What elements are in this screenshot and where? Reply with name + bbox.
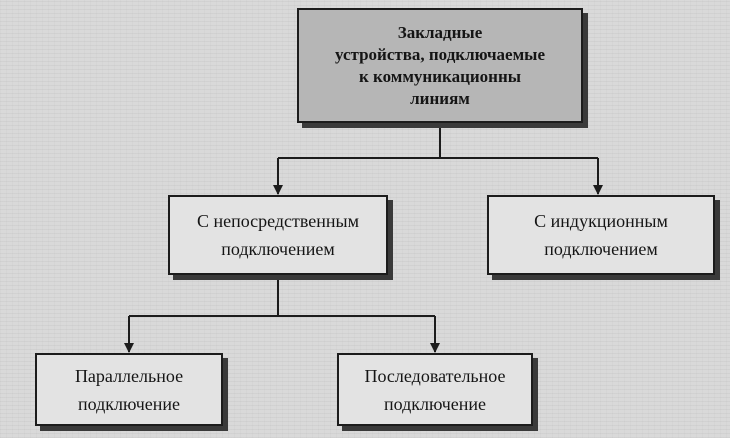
node-parallel-connection: Параллельное подключение	[35, 353, 223, 426]
node-label-line: Параллельное	[74, 365, 184, 386]
node-embedded-devices: Закладные устройства, подключаемые к ком…	[297, 8, 583, 123]
node-label-line: Закладные	[397, 22, 483, 42]
node-embedded-devices-label: Закладные устройства, подключаемые к ком…	[335, 22, 545, 110]
node-label-line: линиям	[410, 88, 470, 108]
node-label-line: подключение	[77, 393, 181, 414]
node-parallel-connection-label: Параллельное подключение	[75, 362, 183, 418]
node-label-line: С непосредственным	[196, 211, 360, 231]
node-label-line: подключение	[383, 393, 487, 414]
node-inductive-connection-label: С индукционным подключением	[534, 207, 668, 263]
node-label-line: С индукционным	[534, 211, 668, 231]
node-label-line: к коммуникационны	[358, 66, 522, 86]
node-direct-connection-label: С непосредственным подключением	[197, 207, 359, 263]
node-serial-connection: Последовательное подключение	[337, 353, 533, 426]
node-serial-connection-label: Последовательное подключение	[364, 362, 505, 418]
node-inductive-connection: С индукционным подключением	[487, 195, 715, 275]
node-label-line: устройства, подключаемые	[334, 44, 546, 64]
node-label-line: Последовательное	[364, 365, 506, 386]
node-label-line: подключением	[544, 239, 658, 259]
node-direct-connection: С непосредственным подключением	[168, 195, 388, 275]
node-label-line: подключением	[221, 239, 335, 259]
